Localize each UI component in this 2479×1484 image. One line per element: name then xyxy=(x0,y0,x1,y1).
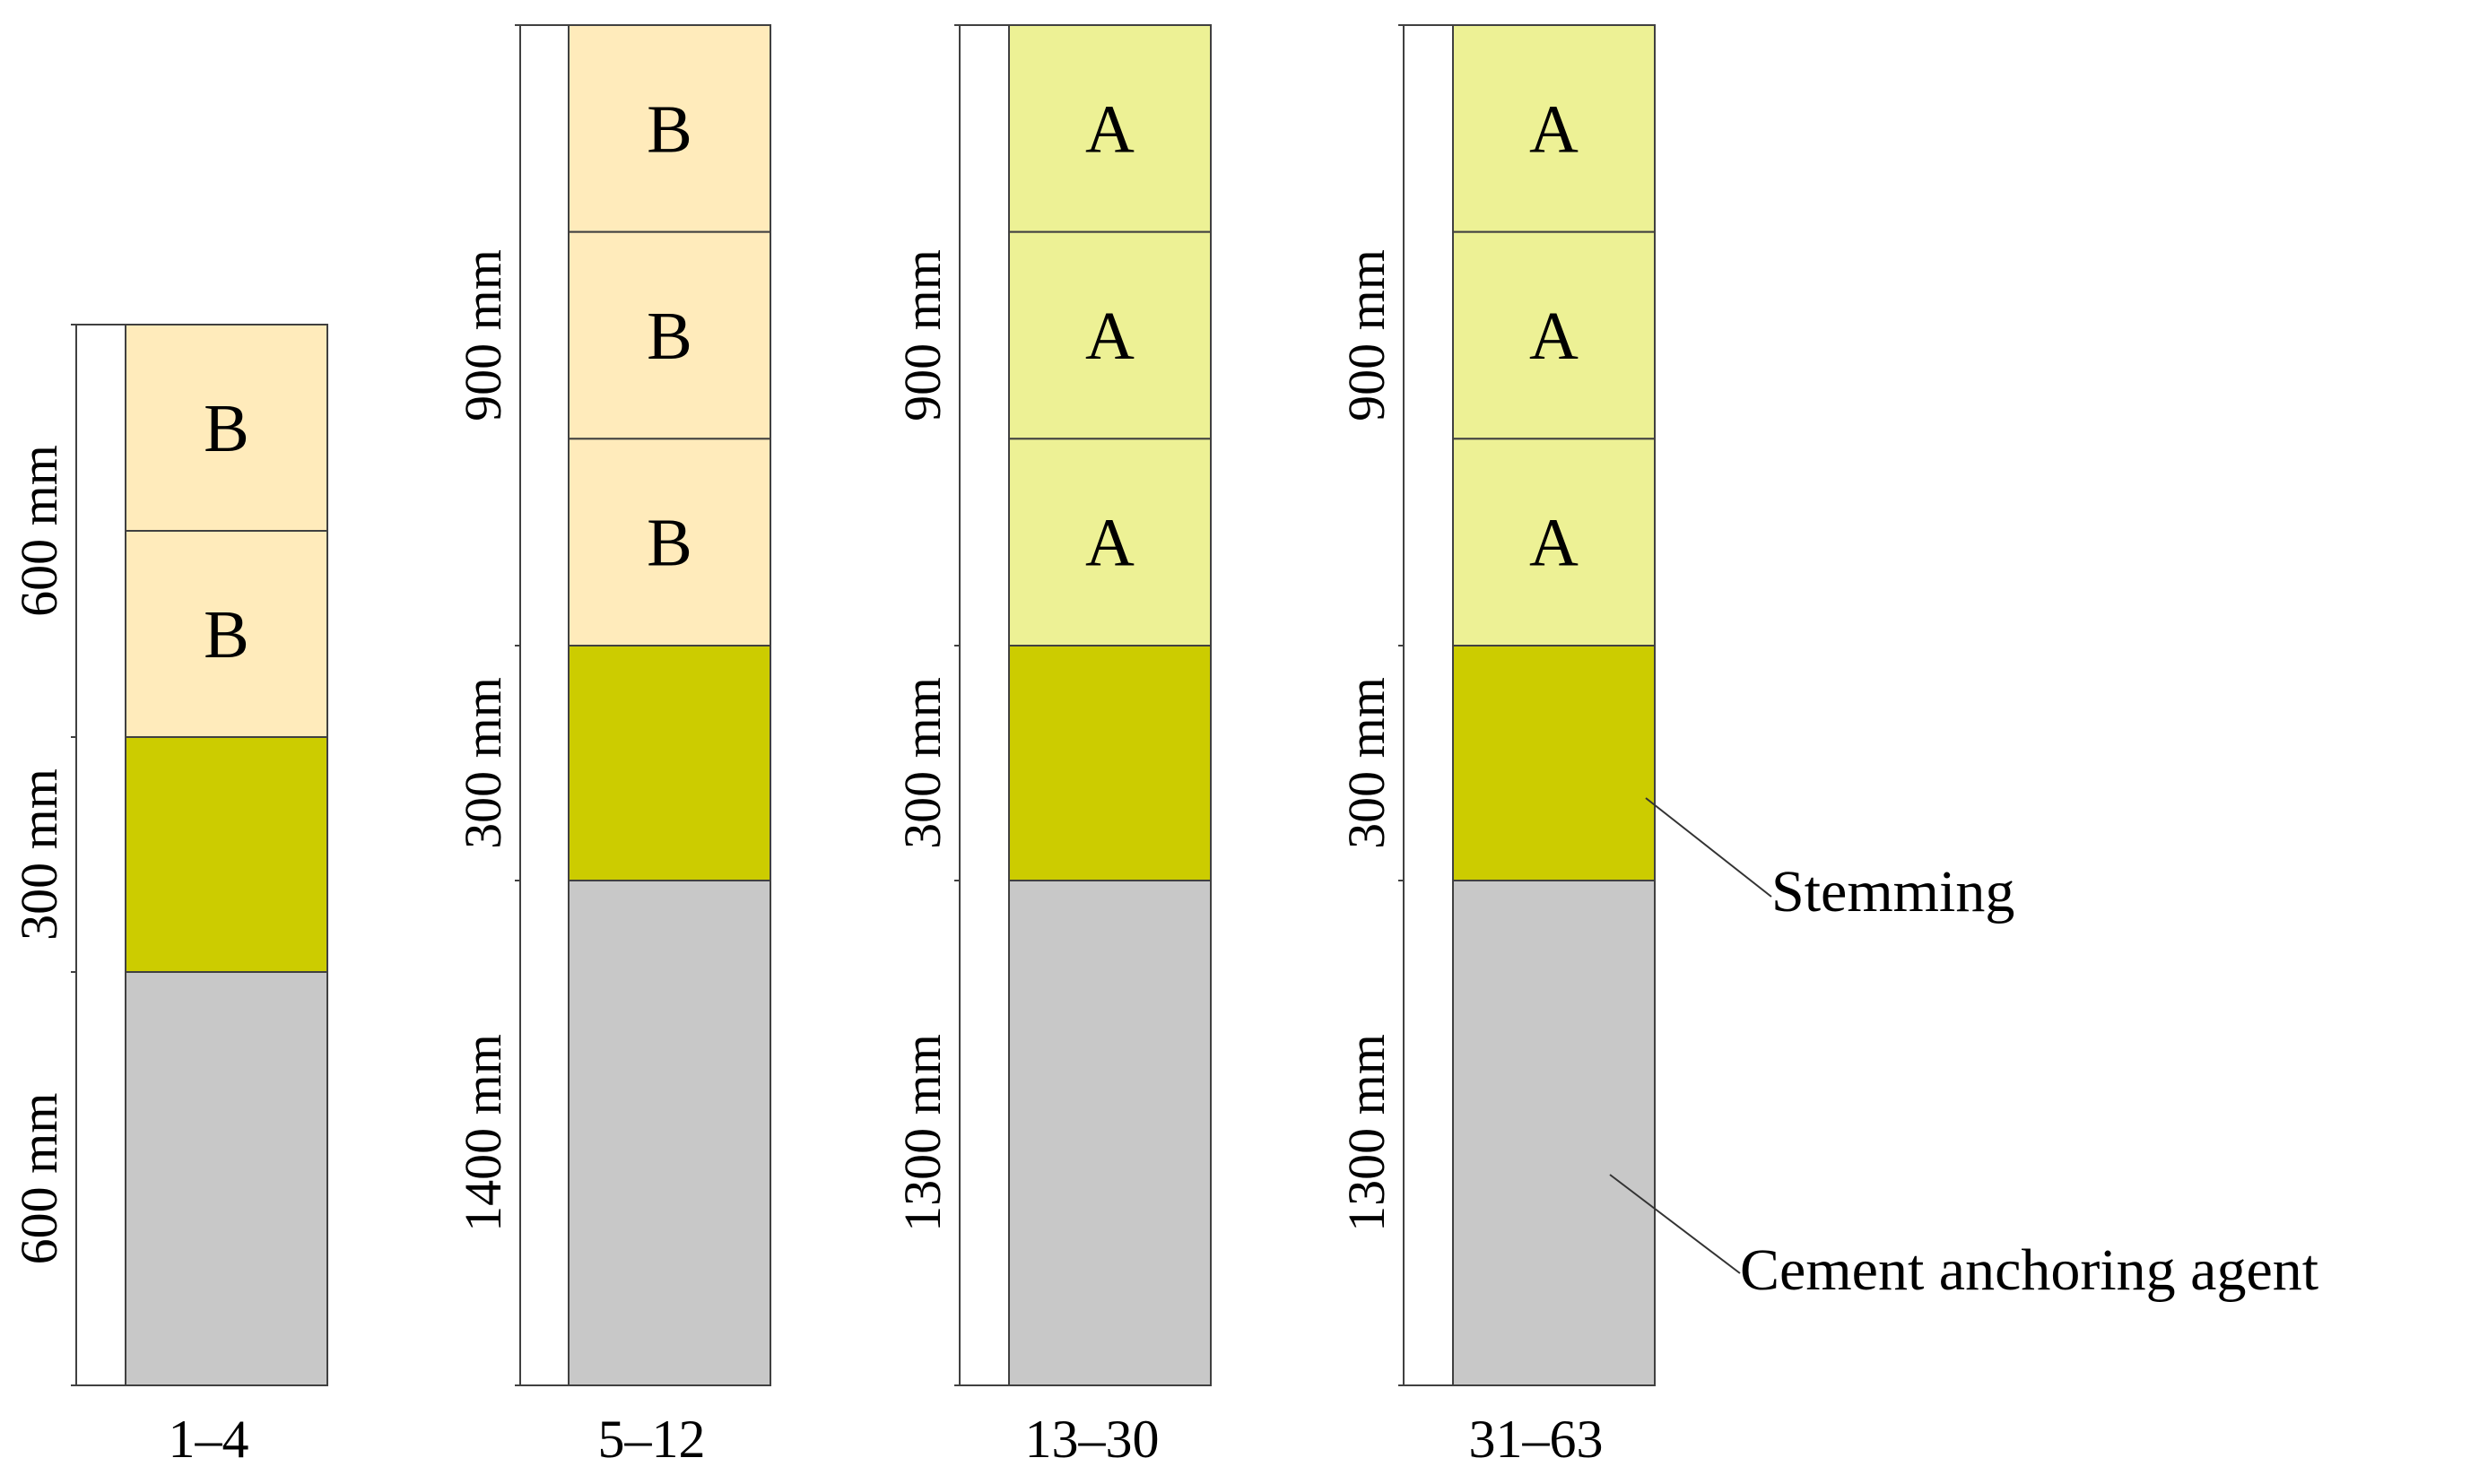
stemming-block xyxy=(125,736,328,973)
charge-length-label: 600 mm xyxy=(10,445,68,617)
charge-letter: A xyxy=(1529,91,1579,167)
cement-leader-line xyxy=(1609,1174,1741,1274)
charge-letter: B xyxy=(647,299,692,374)
column-3: A A A 900 mm 300 mm 1300 mm 13–30 xyxy=(893,24,1212,1469)
cement-block xyxy=(125,971,328,1386)
column-2: B B B 900 mm 300 mm 1400 mm 5–12 xyxy=(454,24,771,1469)
side-strip xyxy=(75,324,126,1386)
annotation-layer: Stemming Cement anchoring agent xyxy=(1609,797,2318,1303)
columns-layer: B B 600 mm 300 mm 600 mm 1–4 B B B 900 mm 300 mm 14… xyxy=(10,24,1656,1469)
cement-block xyxy=(1452,880,1656,1386)
charge-letter: A xyxy=(1085,506,1135,581)
charge-letter: B xyxy=(647,506,692,581)
charge-letter: A xyxy=(1529,506,1579,581)
column-1: B B 600 mm 300 mm 600 mm 1–4 xyxy=(10,324,328,1469)
cement-length-label: 600 mm xyxy=(10,1093,68,1265)
charge-segment xyxy=(125,530,328,738)
column-caption: 5–12 xyxy=(598,1410,706,1469)
charge-length-label: 900 mm xyxy=(893,249,952,421)
charge-segment xyxy=(1008,24,1212,233)
charge-segment xyxy=(125,324,328,532)
stemming-block xyxy=(568,645,771,881)
side-strip xyxy=(1403,24,1454,1386)
stemming-length-label: 300 mm xyxy=(893,677,952,849)
charge-length-label: 900 mm xyxy=(454,249,512,421)
column-caption: 13–30 xyxy=(1025,1410,1160,1469)
charge-segment xyxy=(1008,438,1212,647)
side-strip xyxy=(959,24,1010,1386)
charge-length-label: 900 mm xyxy=(1337,249,1396,421)
charge-segment xyxy=(1452,230,1656,440)
cement-length-label: 1300 mm xyxy=(893,1034,952,1232)
column-caption: 1–4 xyxy=(169,1410,249,1469)
cement-length-label: 1400 mm xyxy=(454,1034,512,1232)
stemming-annotation: Stemming xyxy=(1771,859,2014,924)
stemming-block xyxy=(1452,645,1656,881)
charge-letter: A xyxy=(1529,299,1579,374)
charge-segment xyxy=(1452,438,1656,647)
stemming-length-label: 300 mm xyxy=(1337,677,1396,849)
charge-letter: A xyxy=(1085,299,1135,374)
stemming-length-label: 300 mm xyxy=(10,768,68,941)
charge-segment xyxy=(568,230,771,440)
charge-letter: B xyxy=(204,391,249,466)
charge-segment xyxy=(1452,24,1656,233)
charge-segment xyxy=(568,438,771,647)
charge-segment xyxy=(568,24,771,233)
side-strip xyxy=(519,24,570,1386)
column-caption: 31–63 xyxy=(1469,1410,1604,1469)
charge-letter: B xyxy=(204,597,249,673)
charge-letter: B xyxy=(647,91,692,167)
cement-length-label: 1300 mm xyxy=(1337,1034,1396,1232)
charge-segment xyxy=(1008,230,1212,440)
column-4: A A A 900 mm 300 mm 1300 mm 31–63 xyxy=(1337,24,1656,1469)
stemming-block xyxy=(1008,645,1212,881)
cement-annotation: Cement anchoring agent xyxy=(1740,1237,2318,1303)
cement-block xyxy=(1008,880,1212,1386)
stemming-leader-line xyxy=(1645,797,1772,898)
charge-letter: A xyxy=(1085,91,1135,167)
cement-block xyxy=(568,880,771,1386)
stemming-length-label: 300 mm xyxy=(454,677,512,849)
